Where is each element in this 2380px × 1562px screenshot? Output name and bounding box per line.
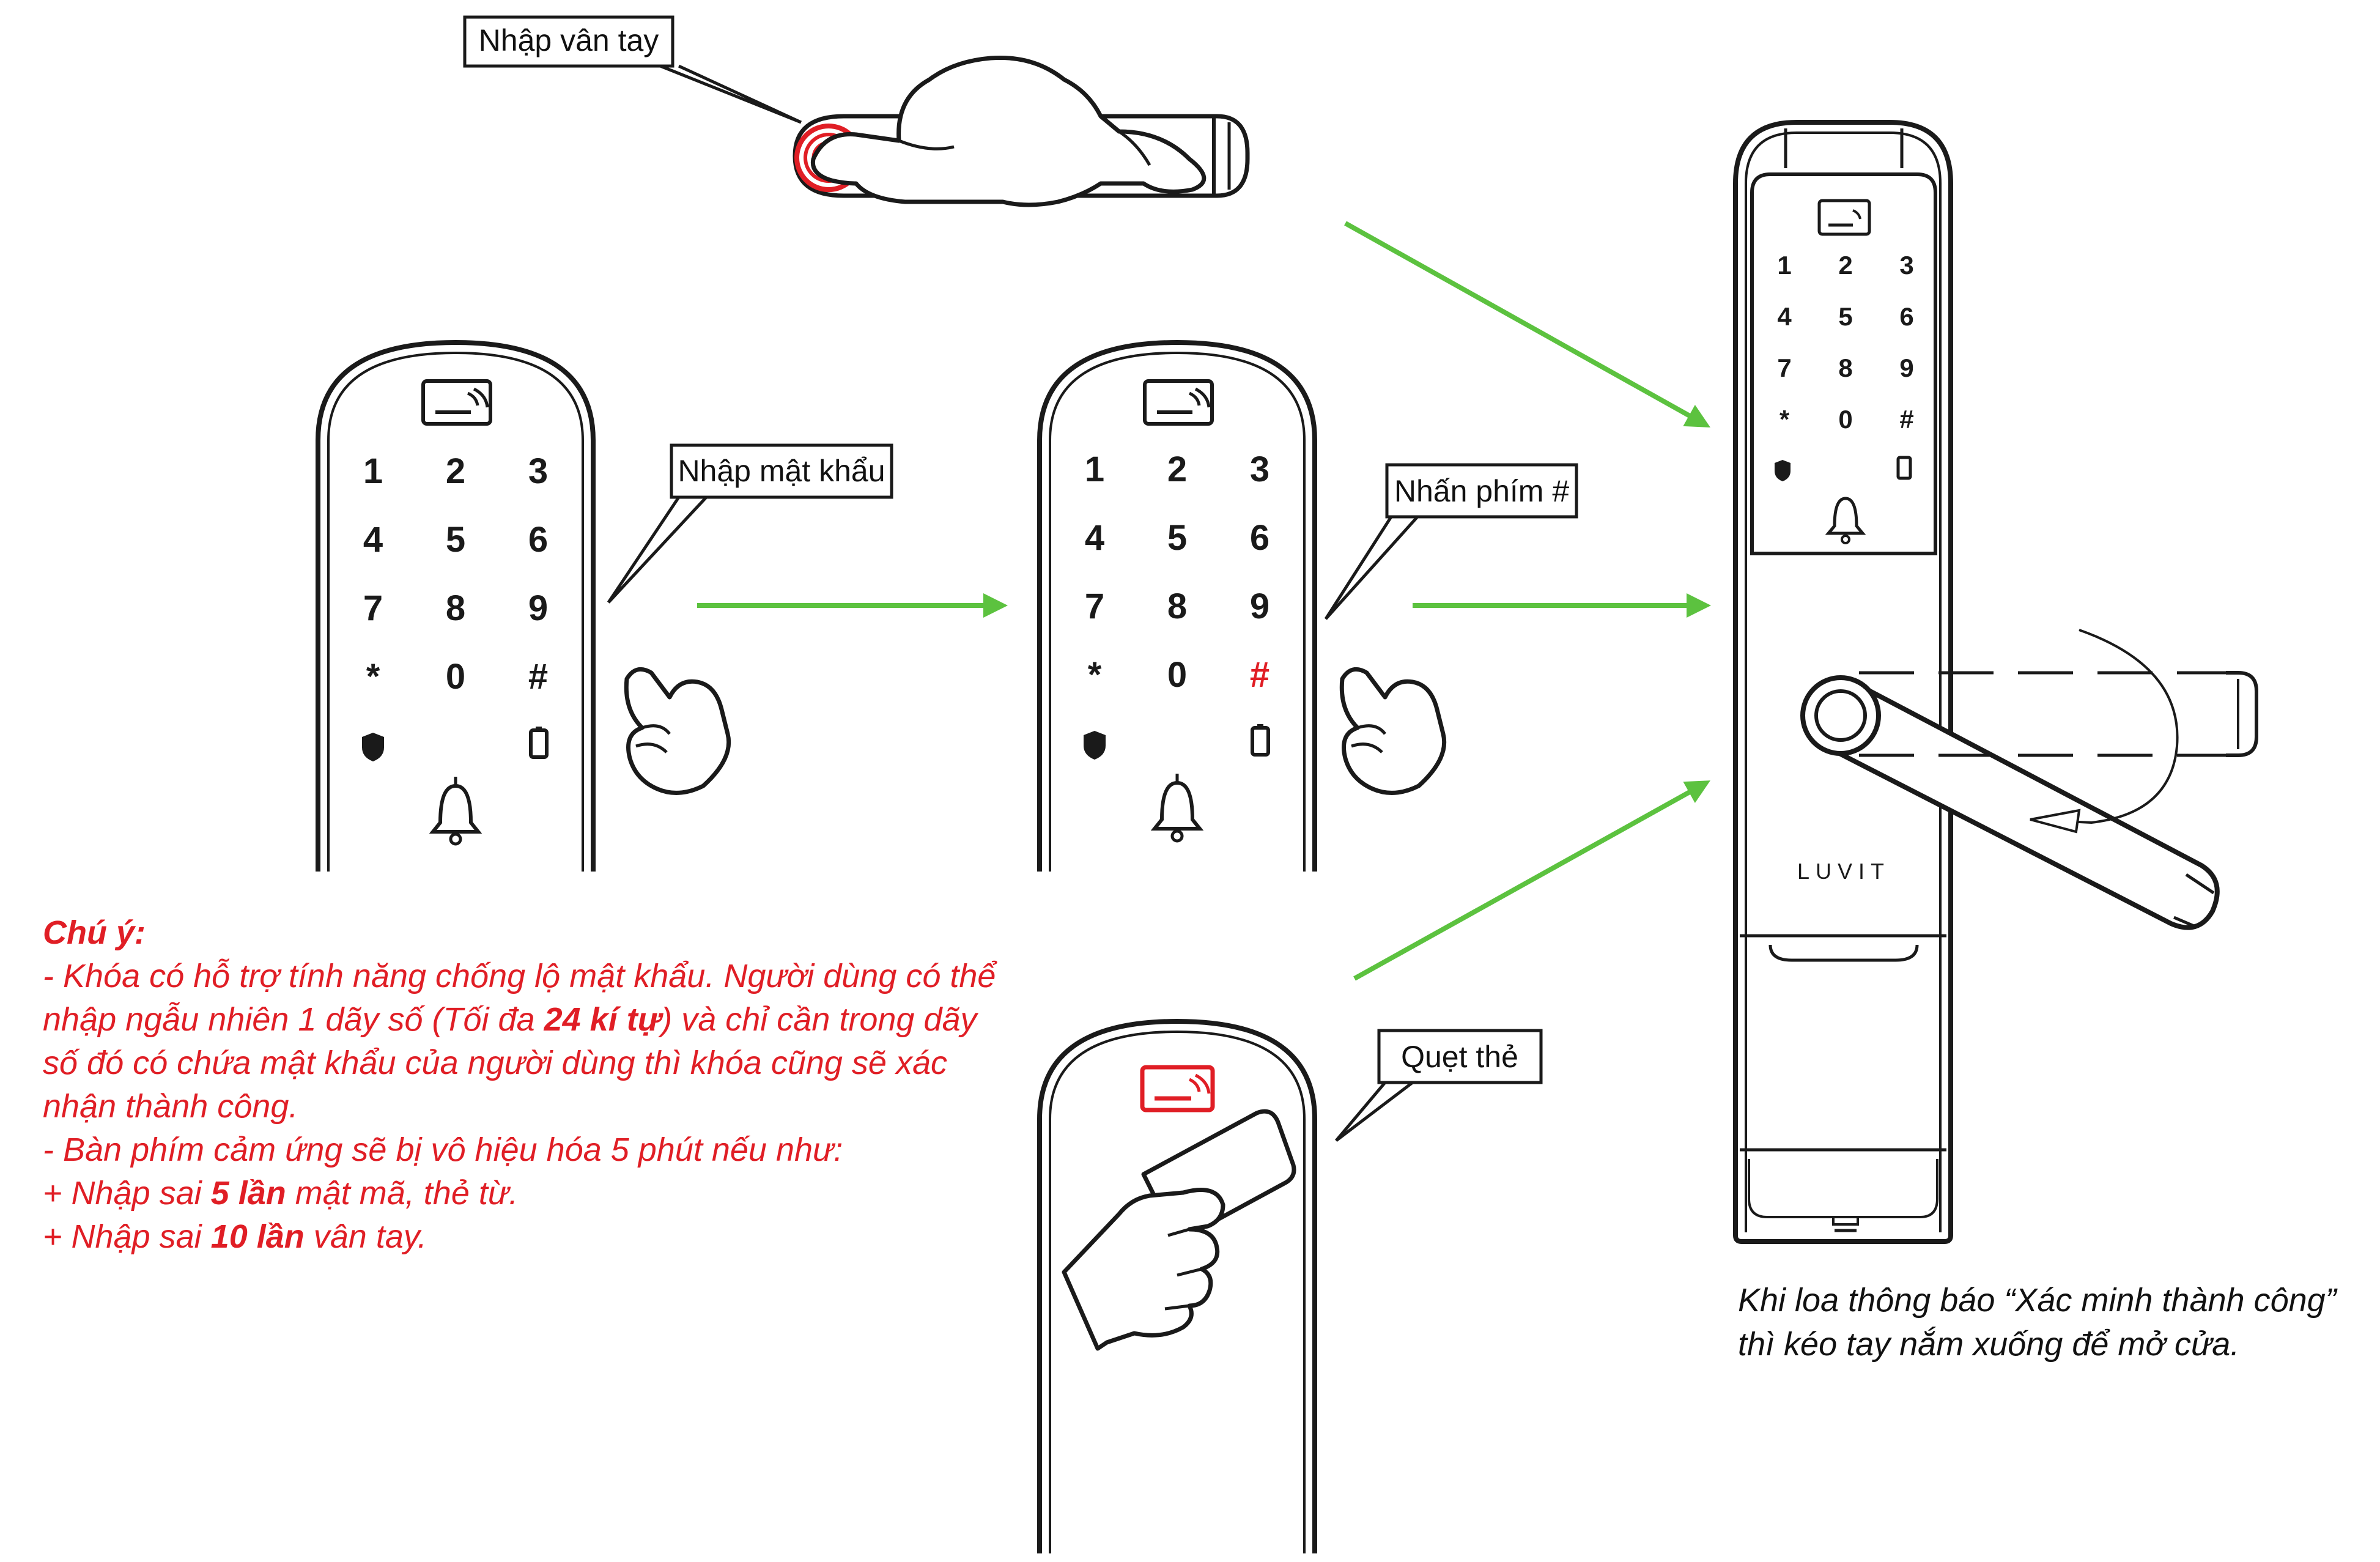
key-1[interactable]: 1 bbox=[1085, 450, 1104, 489]
key-star[interactable]: * bbox=[366, 657, 380, 697]
shield-icon bbox=[1775, 460, 1791, 481]
key-5[interactable]: 5 bbox=[1838, 302, 1852, 331]
keypad-keys: 1 2 3 4 5 6 7 8 9 * 0 # bbox=[1777, 251, 1913, 434]
card-panel: Quẹt thẻ bbox=[1037, 1018, 1543, 1553]
key-hash[interactable]: # bbox=[1899, 405, 1913, 434]
card-reader-icon bbox=[1143, 379, 1214, 426]
hand-tap-icon bbox=[624, 667, 731, 795]
key-1[interactable]: 1 bbox=[1777, 251, 1791, 279]
callout-swipe-card-label: Quẹt thẻ bbox=[1401, 1040, 1518, 1074]
note-line-1: - Khóa có hỗ trợ tính năng chống lộ mật … bbox=[43, 958, 996, 1125]
key-2[interactable]: 2 bbox=[1167, 450, 1187, 489]
key-5[interactable]: 5 bbox=[1167, 518, 1187, 558]
brand-logo: LUVIT bbox=[1797, 859, 1890, 884]
key-4[interactable]: 4 bbox=[363, 520, 383, 560]
note-title: Chú ý: bbox=[43, 914, 146, 951]
handle-up-dashed bbox=[1859, 671, 2226, 757]
arrow-fingerprint-to-lock bbox=[1344, 221, 1710, 428]
key-3[interactable]: 3 bbox=[1250, 450, 1269, 489]
shield-icon bbox=[1084, 731, 1106, 760]
battery-icon bbox=[529, 728, 549, 759]
key-9[interactable]: 9 bbox=[1899, 353, 1913, 382]
note-block: Chú ý: - Khóa có hỗ trợ tính năng chống … bbox=[43, 911, 997, 1259]
key-0[interactable]: 0 bbox=[446, 657, 465, 697]
door-lock: 1 2 3 4 5 6 7 8 9 * 0 # LUVIT bbox=[1733, 120, 2258, 1244]
note-line-3: + Nhập sai 5 lần mật mã, thẻ từ. bbox=[43, 1175, 519, 1212]
key-7[interactable]: 7 bbox=[1085, 587, 1104, 626]
key-6[interactable]: 6 bbox=[1899, 302, 1913, 331]
card-reader-icon bbox=[421, 379, 492, 426]
key-0[interactable]: 0 bbox=[1838, 405, 1852, 434]
key-8[interactable]: 8 bbox=[446, 588, 465, 628]
key-4[interactable]: 4 bbox=[1085, 518, 1104, 558]
key-hash[interactable]: # bbox=[528, 657, 548, 697]
key-hash[interactable]: # bbox=[1250, 655, 1269, 695]
unlock-caption: Khi loa thông báo “Xác minh thành công” … bbox=[1738, 1278, 2380, 1366]
key-8[interactable]: 8 bbox=[1167, 587, 1187, 626]
shield-icon bbox=[362, 733, 384, 761]
key-1[interactable]: 1 bbox=[363, 451, 383, 491]
key-3[interactable]: 3 bbox=[1899, 251, 1913, 279]
keypad-panel-1: 1 2 3 4 5 6 7 8 9 * 0 # Nhập mật khẩu bbox=[316, 339, 893, 872]
keypad-keys: 1 2 3 4 5 6 7 8 9 * 0 # bbox=[1085, 450, 1269, 695]
hand-tap-icon bbox=[1339, 667, 1447, 795]
key-star[interactable]: * bbox=[1779, 405, 1790, 434]
key-5[interactable]: 5 bbox=[446, 520, 465, 560]
callout-password-label: Nhập mật khẩu bbox=[678, 454, 885, 488]
callout-press-hash-box bbox=[1385, 463, 1578, 519]
key-8[interactable]: 8 bbox=[1838, 353, 1852, 382]
battery-icon bbox=[1896, 456, 1912, 480]
hand-press-icon bbox=[810, 55, 1207, 207]
arrow-card-to-lock bbox=[1353, 780, 1710, 981]
callout-press-hash-label: Nhấn phím # bbox=[1394, 474, 1569, 508]
flow-arrows bbox=[697, 221, 1711, 981]
caption-line-1: Khi loa thông báo “Xác minh thành công” bbox=[1738, 1282, 2337, 1319]
key-6[interactable]: 6 bbox=[528, 520, 548, 560]
card-reader-icon bbox=[1140, 1065, 1215, 1112]
bell-icon bbox=[1150, 774, 1204, 843]
key-7[interactable]: 7 bbox=[1777, 353, 1791, 382]
key-2[interactable]: 2 bbox=[1838, 251, 1852, 279]
key-9[interactable]: 9 bbox=[1250, 587, 1269, 626]
usb-port-icon bbox=[1832, 1216, 1859, 1232]
caption-line-2: thì kéo tay nắm xuống để mở cửa. bbox=[1738, 1326, 2240, 1363]
fingerprint-step: Nhập vân tay bbox=[463, 15, 1250, 207]
callout-swipe-card-box bbox=[1377, 1029, 1543, 1084]
keypad-keys: 1 2 3 4 5 6 7 8 9 * 0 # bbox=[363, 451, 548, 697]
bell-icon bbox=[1825, 497, 1866, 544]
note-line-4: + Nhập sai 10 lần vân tay. bbox=[43, 1218, 427, 1255]
keypad-panel-2: 1 2 3 4 5 6 7 8 9 * 0 # Nhấn phím # bbox=[1037, 339, 1578, 872]
callout-fingerprint-box bbox=[463, 15, 674, 68]
card-reader-icon bbox=[1817, 199, 1871, 236]
key-0[interactable]: 0 bbox=[1167, 655, 1187, 695]
bell-icon bbox=[429, 777, 482, 846]
key-6[interactable]: 6 bbox=[1250, 518, 1269, 558]
key-2[interactable]: 2 bbox=[446, 451, 465, 491]
key-3[interactable]: 3 bbox=[528, 451, 548, 491]
key-7[interactable]: 7 bbox=[363, 588, 383, 628]
key-4[interactable]: 4 bbox=[1777, 302, 1792, 331]
lock-handle bbox=[1817, 676, 2220, 930]
callout-fingerprint-label: Nhập vân tay bbox=[479, 23, 659, 57]
note-line-2: - Bàn phím cảm ứng sẽ bị vô hiệu hóa 5 p… bbox=[43, 1131, 843, 1168]
callout-password-box bbox=[670, 443, 893, 499]
battery-icon bbox=[1251, 726, 1270, 757]
key-9[interactable]: 9 bbox=[528, 588, 548, 628]
rotation-arc bbox=[2030, 629, 2179, 824]
key-star[interactable]: * bbox=[1088, 655, 1102, 695]
